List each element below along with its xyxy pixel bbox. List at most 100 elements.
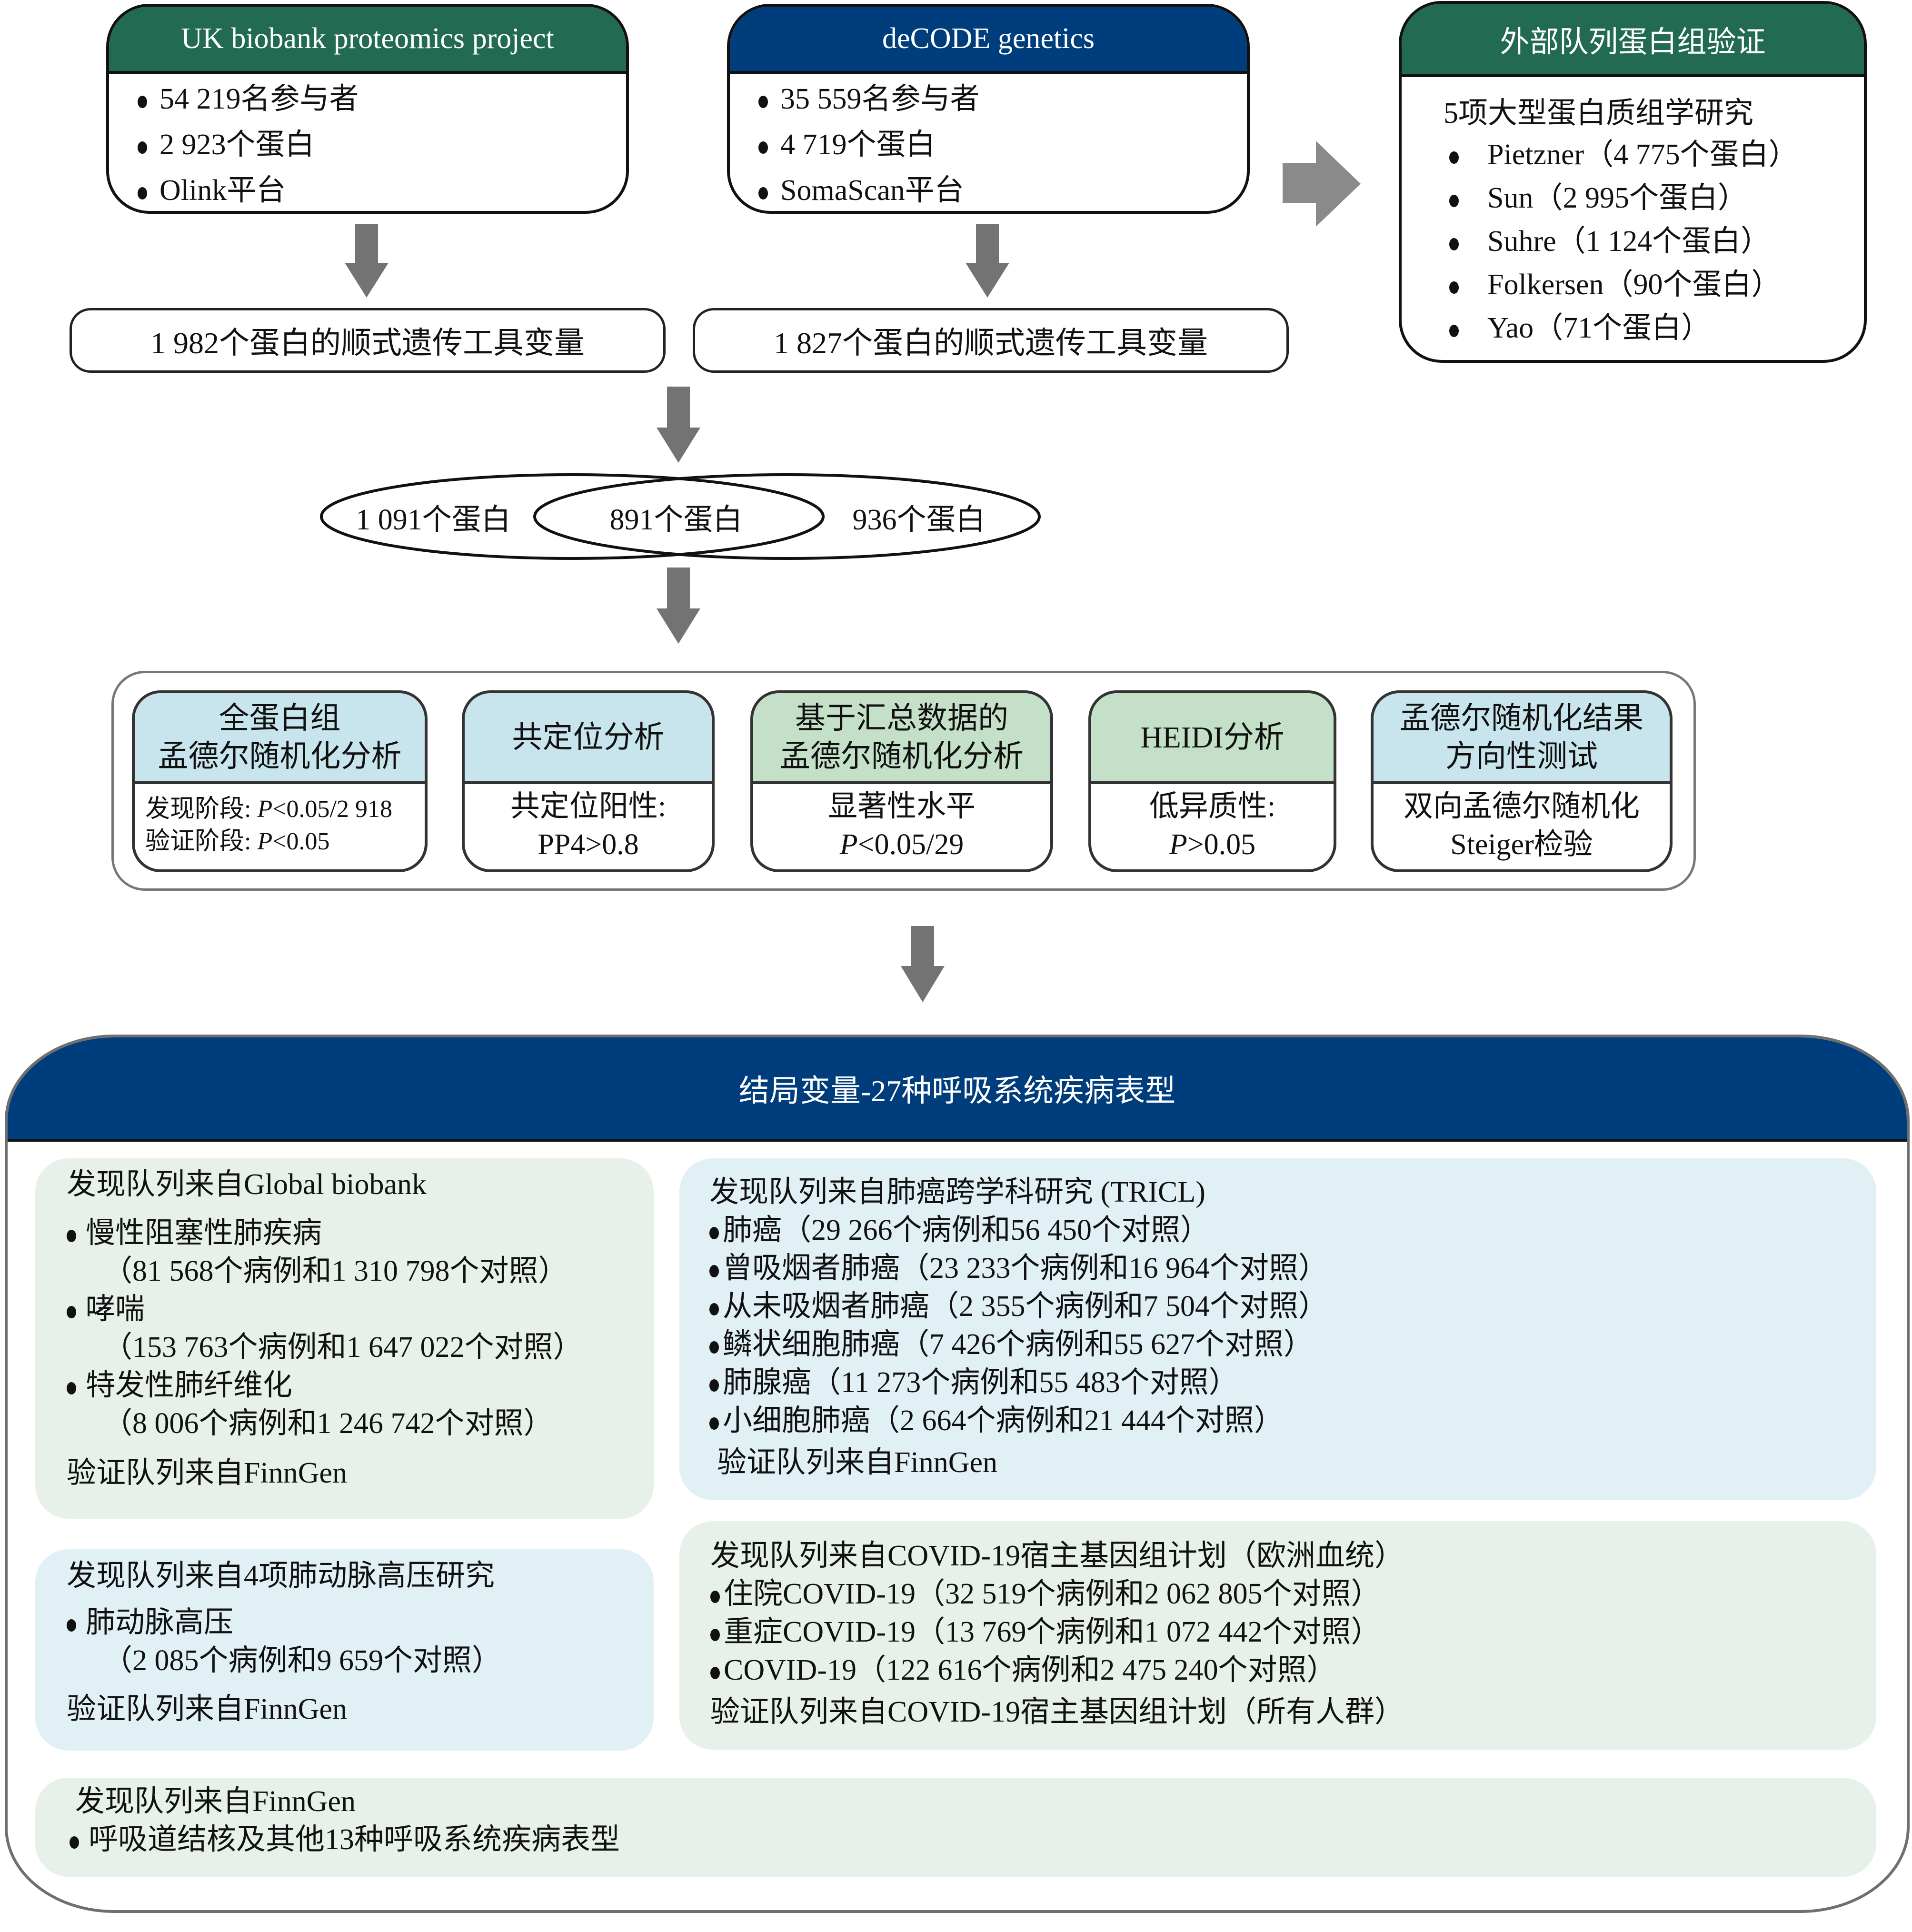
list-item: 54 219名参与者 — [138, 76, 359, 122]
panel-heading: 发现队列来自COVID-19宿主基因组计划（欧洲血统） — [710, 1540, 1404, 1572]
list-item: 特发性肺纤维化 — [67, 1366, 583, 1404]
list-item: 2 923个蛋白 — [138, 122, 359, 168]
panel-covid-text: 发现队列来自COVID-19宿主基因组计划（欧洲血统） 住院COVID-19（3… — [710, 1537, 1404, 1731]
analysis-body: 发现阶段: P<0.05/2 918 验证阶段: P<0.05 — [145, 795, 392, 855]
analysis-header: HEIDI分析 — [1091, 693, 1334, 784]
list-item: COVID-19（122 616个病例和2 475 240个对照） — [710, 1651, 1404, 1689]
bullet-icon — [709, 1341, 719, 1354]
analysis-box-smr: 基于汇总数据的 孟德尔随机化分析 显著性水平 P<0.05/29 — [750, 690, 1053, 872]
bullet-icon — [709, 1265, 719, 1277]
bullet-icon — [758, 187, 768, 199]
right-arrow-icon — [1283, 141, 1361, 227]
bullet-icon — [67, 1382, 76, 1394]
analysis-body: 低异质性: P>0.05 — [1149, 790, 1276, 861]
bullet-icon — [67, 1619, 76, 1632]
panel-tricl — [679, 1158, 1876, 1500]
list-item: 住院COVID-19（32 519个病例和2 062 805个对照） — [710, 1575, 1404, 1613]
bullet-icon — [709, 1379, 719, 1392]
bullet-icon — [710, 1590, 720, 1603]
list-item: 重症COVID-19（13 769个病例和1 072 442个对照） — [710, 1613, 1404, 1651]
ukb-instruments-box: 1 982个蛋白的顺式遗传工具变量 — [70, 308, 666, 373]
panel-heading: 发现队列来自4项肺动脉高压研究 — [67, 1560, 495, 1592]
panel-heading: 发现队列来自Global biobank — [67, 1168, 427, 1201]
analysis-header: 孟德尔随机化结果 方向性测试 — [1374, 693, 1670, 784]
ukb-source-box: UK biobank proteomics project 54 219名参与者… — [106, 4, 629, 214]
external-validation-title: 外部队列蛋白组验证 — [1500, 26, 1766, 59]
list-item: 曾吸烟者肺癌（23 233个病例和16 964个对照） — [709, 1249, 1328, 1287]
outcomes-header: 结局变量-27种呼吸系统疾病表型 — [8, 1037, 1907, 1142]
panel-pah-text: 发现队列来自4项肺动脉高压研究 肺动脉高压 （2 085个病例和9 659个对照… — [67, 1557, 501, 1728]
bullet-icon — [710, 1628, 720, 1641]
venn-ellipse-ukb — [320, 473, 825, 560]
venn-decode-only-label: 936个蛋白 — [852, 504, 986, 536]
bullet-icon — [1449, 324, 1459, 337]
analysis-header: 全蛋白组 孟德尔随机化分析 — [135, 693, 425, 784]
decode-instruments-box: 1 827个蛋白的顺式遗传工具变量 — [693, 308, 1289, 373]
list-item: SomaScan平台 — [758, 168, 980, 211]
down-arrow-icon — [345, 224, 388, 298]
panel-validation: 验证队列来自COVID-19宿主基因组计划（所有人群） — [710, 1696, 1404, 1728]
outcomes-title: 结局变量-27种呼吸系统疾病表型 — [738, 1074, 1176, 1108]
list-item: Pietzner（4 775个蛋白） — [1449, 133, 1798, 177]
list-item: Sun（2 995个蛋白） — [1449, 177, 1798, 220]
bullet-icon — [138, 141, 147, 154]
external-validation-header: 外部队列蛋白组验证 — [1402, 4, 1864, 77]
list-item: 4 719个蛋白 — [758, 122, 980, 168]
list-item: Suhre（1 124个蛋白） — [1449, 220, 1798, 263]
panel-global-biobank — [35, 1158, 654, 1519]
decode-source-box: deCODE genetics 35 559名参与者 4 719个蛋白 Soma… — [727, 4, 1250, 214]
bullet-icon — [138, 187, 147, 199]
down-arrow-icon — [657, 568, 700, 644]
bullet-icon — [758, 95, 768, 108]
bullet-icon — [1449, 238, 1459, 250]
list-item: 35 559名参与者 — [758, 76, 980, 122]
bullet-icon — [67, 1305, 76, 1318]
list-item: Olink平台 — [138, 168, 359, 211]
external-validation-box: 外部队列蛋白组验证 5项大型蛋白质组学研究 Pietzner（4 775个蛋白）… — [1399, 1, 1867, 363]
ukb-source-header: UK biobank proteomics project — [109, 7, 626, 74]
bullet-icon — [709, 1303, 719, 1315]
analysis-body: 显著性水平 P<0.05/29 — [827, 790, 976, 861]
external-validation-list: Pietzner（4 775个蛋白） Sun（2 995个蛋白） Suhre（1… — [1449, 133, 1798, 350]
venn-overlap-label: 891个蛋白 — [609, 504, 743, 536]
bullet-icon — [1449, 194, 1459, 207]
analysis-header: 共定位分析 — [465, 693, 712, 784]
panel-heading: 发现队列来自肺癌跨学科研究 (TRICL) — [709, 1176, 1205, 1208]
external-validation-subtitle: 5项大型蛋白质组学研究 — [1444, 97, 1754, 129]
list-item: 小细胞肺癌（2 664个病例和21 444个对照） — [709, 1402, 1328, 1440]
panel-heading: 发现队列来自FinnGen — [75, 1785, 356, 1818]
bullet-icon — [710, 1666, 720, 1679]
panel-validation: 验证队列来自FinnGen — [67, 1457, 348, 1489]
list-item: Yao（71个蛋白） — [1449, 307, 1798, 350]
down-arrow-icon — [901, 926, 945, 1002]
panel-tricl-text: 发现队列来自肺癌跨学科研究 (TRICL) 肺癌（29 266个病例和56 45… — [709, 1173, 1328, 1482]
bullet-icon — [709, 1417, 719, 1430]
analysis-box-proteome-mr: 全蛋白组 孟德尔随机化分析 发现阶段: P<0.05/2 918 验证阶段: P… — [132, 690, 428, 872]
list-item: 肺动脉高压 — [67, 1603, 501, 1642]
analysis-box-colocalization: 共定位分析 共定位阳性: PP4>0.8 — [462, 690, 715, 872]
panel-pah — [35, 1549, 654, 1751]
list-item: 鳞状细胞肺癌（7 426个病例和55 627个对照） — [709, 1325, 1328, 1364]
list-item: 呼吸道结核及其他13种呼吸系统疾病表型 — [70, 1821, 620, 1859]
bullet-icon — [1449, 281, 1459, 294]
panel-covid — [679, 1521, 1876, 1750]
panel-validation: 验证队列来自FinnGen — [67, 1693, 348, 1725]
list-item: 慢性阻塞性肺疾病 — [67, 1214, 583, 1252]
panel-validation: 验证队列来自FinnGen — [717, 1446, 998, 1479]
panel-global-biobank-text: 发现队列来自Global biobank 慢性阻塞性肺疾病 （81 568个病例… — [67, 1165, 583, 1492]
analysis-box-heidi: HEIDI分析 低异质性: P>0.05 — [1088, 690, 1336, 872]
bullet-icon — [70, 1836, 79, 1849]
decode-source-header: deCODE genetics — [730, 7, 1247, 74]
decode-source-list: 35 559名参与者 4 719个蛋白 SomaScan平台 — [758, 76, 980, 211]
list-item: 肺癌（29 266个病例和56 450个对照） — [709, 1211, 1328, 1249]
decode-source-title: deCODE genetics — [882, 22, 1095, 55]
bullet-icon — [1449, 151, 1459, 164]
down-arrow-icon — [966, 224, 1009, 298]
down-arrow-icon — [657, 387, 700, 463]
list-item: Folkersen（90个蛋白） — [1449, 263, 1798, 307]
analysis-body: 共定位阳性: PP4>0.8 — [510, 790, 667, 861]
panel-finngen — [35, 1778, 1876, 1877]
list-item: 哮喘 — [67, 1290, 583, 1328]
list-item: 从未吸烟者肺癌（2 355个病例和7 504个对照） — [709, 1287, 1328, 1325]
ukb-source-title: UK biobank proteomics project — [181, 22, 554, 55]
